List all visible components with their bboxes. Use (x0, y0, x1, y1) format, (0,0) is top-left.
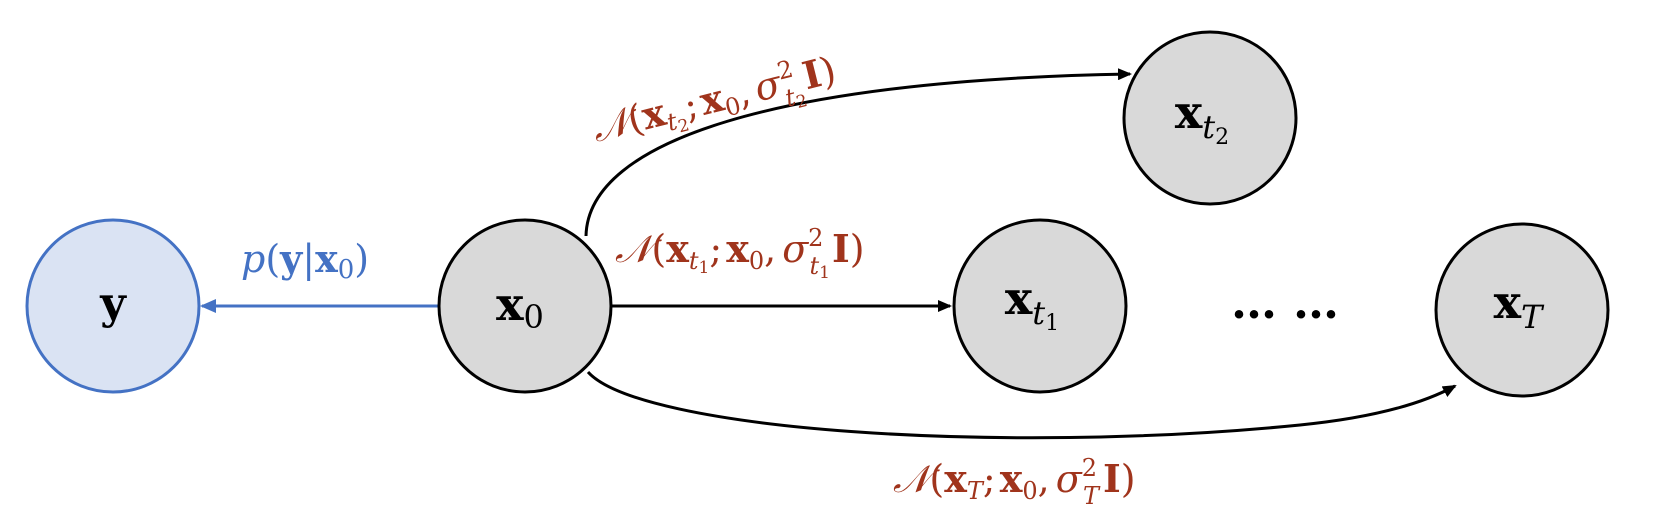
node-xt1 (952, 218, 1128, 394)
node-xT (1434, 222, 1610, 398)
node-x0-label: x0 (496, 277, 544, 336)
edge-x0-to-y-arrowhead (200, 299, 216, 313)
node-xT-label: xT (1494, 275, 1545, 336)
label-p-y-given-x0: p(y|x0) (241, 236, 369, 285)
node-xt2 (1122, 30, 1298, 206)
node-x0 (437, 218, 613, 394)
ellipsis: … … (1231, 275, 1339, 329)
svg-text:𝒩(xt2;x0,σ2t2I): 𝒩(xt2;x0,σ2t2I) (587, 45, 843, 163)
label-normal-t2: 𝒩(xt2;x0,σ2t2I) (587, 45, 843, 163)
node-y-label: y (99, 278, 127, 329)
node-y (25, 218, 201, 394)
node-xt1-label: xt1 (1005, 271, 1059, 336)
edge-x0-to-xT (586, 370, 1457, 440)
node-xt2-label: xt2 (1175, 85, 1229, 150)
edge-x0-to-xt2 (584, 68, 1132, 237)
